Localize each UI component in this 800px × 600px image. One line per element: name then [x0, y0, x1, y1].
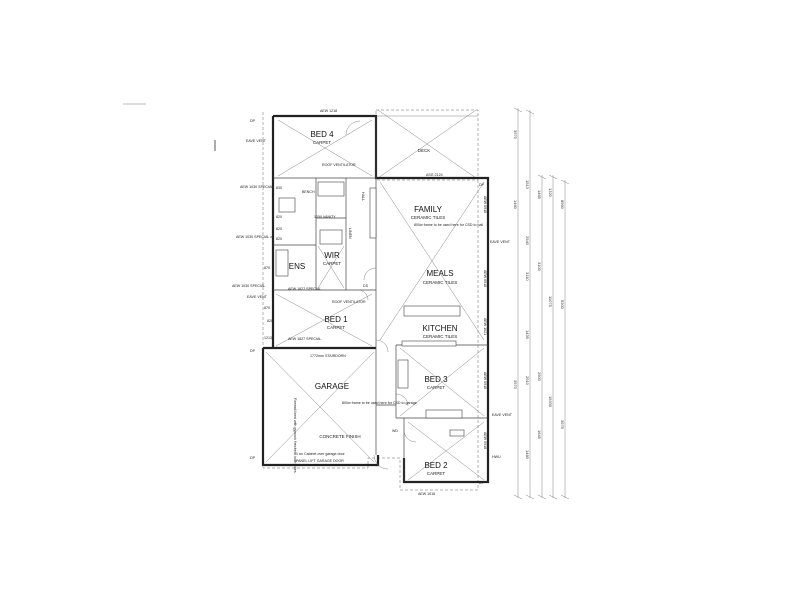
ref-870a: 870	[264, 306, 270, 310]
window-bottom: AEW 1018	[418, 492, 435, 496]
special-window-3: AEW 1030 SPECIAL	[232, 284, 265, 288]
dim-b-4: 1435	[525, 330, 530, 340]
vanity-label: 1050 VANITY	[314, 215, 336, 219]
dim-d-3: 15330	[548, 396, 553, 408]
wir-finish: CARPET	[323, 261, 342, 266]
eave-outline	[262, 112, 479, 491]
kitchen-label: KITCHEN	[422, 324, 457, 333]
dim-c-1: 1465	[537, 190, 542, 200]
dim-b-3: 3110	[525, 272, 530, 281]
roof-ventilator-mid: ROOF VENTILATOR	[332, 300, 366, 304]
dim-c-2: 3100	[537, 262, 542, 272]
window-kitchen: AEW 1021	[483, 318, 487, 335]
garage-label: GARAGE	[315, 382, 349, 391]
special-window-4: AEW 1827 SPECIAL	[288, 287, 321, 291]
dim-d-2: 11075	[548, 296, 553, 308]
bed4-label: BED 4	[310, 130, 334, 139]
window-bed2: AEW 0918	[483, 432, 487, 449]
window-top: AEW 1218	[320, 109, 337, 113]
bed2-finish: CARPET	[427, 471, 446, 476]
roof-ventilator-top: ROOF VENTILATOR	[322, 163, 356, 167]
dp-1: DP	[250, 119, 256, 123]
ens-label: ENS	[289, 262, 305, 271]
wir-label: WIR	[324, 251, 340, 260]
stairs-label: 1772mm STAIRDORN	[310, 354, 346, 358]
cabinet-note: 1 no Cabinet over garage door	[296, 452, 346, 456]
special-window-5: AEW 1827 SPECIAL	[288, 337, 321, 341]
ref-820d: 820	[267, 319, 273, 323]
dp-5: DP	[479, 481, 485, 485]
dim-b-6: 1460	[525, 450, 530, 460]
bed1-finish: CARPET	[327, 325, 346, 330]
bed1-label: BED 1	[324, 315, 348, 324]
bench-label: BENCH	[302, 190, 315, 194]
special-window-1: AEW 1030 SPECIAL	[240, 185, 273, 189]
dimension-labels: 3570 1460 3570 1513 2540 3110 1435 2910 …	[513, 130, 565, 460]
window-family: AEW 0918	[483, 196, 487, 213]
deck-label: DECK	[418, 148, 431, 153]
bed4-finish: CARPET	[313, 140, 332, 145]
dp-3: DP	[250, 456, 256, 460]
eave-vent-4: EAVE VENT	[492, 413, 513, 417]
family-frame-note: 800w frame to be used here for CSD to ha…	[414, 223, 483, 227]
ref-hwu: HWU	[492, 455, 501, 459]
garage-finish: CONCRETE FINISH	[319, 434, 360, 439]
meals-label: MEALS	[426, 269, 453, 278]
bed2-label: BED 2	[424, 461, 448, 470]
dim-b-2: 2540	[525, 236, 530, 246]
ref-830: 830	[276, 186, 282, 190]
special-window-2: AEW 1030 SPECIAL x2	[236, 235, 274, 239]
window-meals: AEW 0918	[483, 270, 487, 287]
dimension-lines	[513, 107, 570, 500]
room-diagonals	[265, 119, 485, 481]
dim-e-2: 5200	[560, 300, 565, 310]
ref-870b: 870	[264, 266, 270, 270]
family-finish: CERAMIC TILES	[411, 215, 445, 220]
hall-label: HALL	[361, 192, 365, 201]
eave-vent-3: EAVE VENT	[247, 295, 268, 299]
bed3-label: BED 3	[424, 375, 448, 384]
ref-1213: 1213	[264, 336, 272, 340]
dim-a-2: 1460	[513, 200, 518, 210]
ref-820c: 820	[276, 237, 282, 241]
garage-door-note: PANEL LIFT GARAGE DOOR	[296, 459, 344, 463]
dim-a-1: 3570	[513, 130, 518, 140]
family-label: FAMILY	[414, 205, 443, 214]
kitchen-finish: CERAMIC TILES	[423, 334, 457, 339]
dim-c-3: 2900	[537, 372, 542, 382]
dim-a-3: 3570	[513, 380, 518, 390]
dp-2: DP	[250, 349, 256, 353]
linen-label: LINEN	[348, 228, 352, 239]
scan-marks	[123, 103, 216, 151]
meals-finish: CERAMIC TILES	[423, 280, 457, 285]
eave-vent-1: EAVE VENT	[246, 139, 267, 143]
ref-ds: DS	[363, 284, 369, 288]
ref-820a: 820	[276, 215, 282, 219]
bed3-finish: CARPET	[427, 385, 446, 390]
garage-frame-note: 800w frame to be used here for CSD to ga…	[342, 401, 417, 405]
ref-wd: WD	[392, 429, 398, 433]
dim-d-1: 1320	[548, 188, 553, 198]
eave-vent-2: EAVE VENT	[490, 240, 511, 244]
doors	[345, 120, 417, 470]
dim-c-4: 1645	[537, 430, 542, 440]
internal-walls	[273, 116, 488, 482]
dp-4: DP	[479, 183, 485, 187]
window-deck: ASG 2124	[426, 173, 443, 177]
dim-b-5: 2910	[525, 376, 530, 386]
ref-820b: 820	[276, 227, 282, 231]
dim-e-1: 8990	[560, 200, 565, 210]
window-bed3: AEW 0918	[483, 372, 487, 389]
dim-b-1: 1513	[525, 180, 530, 190]
fire-wall-note: Firewall lined with gyprock firecheck bo…	[293, 398, 297, 473]
deck-area	[375, 109, 479, 181]
dim-e-3: 3975	[560, 420, 565, 430]
